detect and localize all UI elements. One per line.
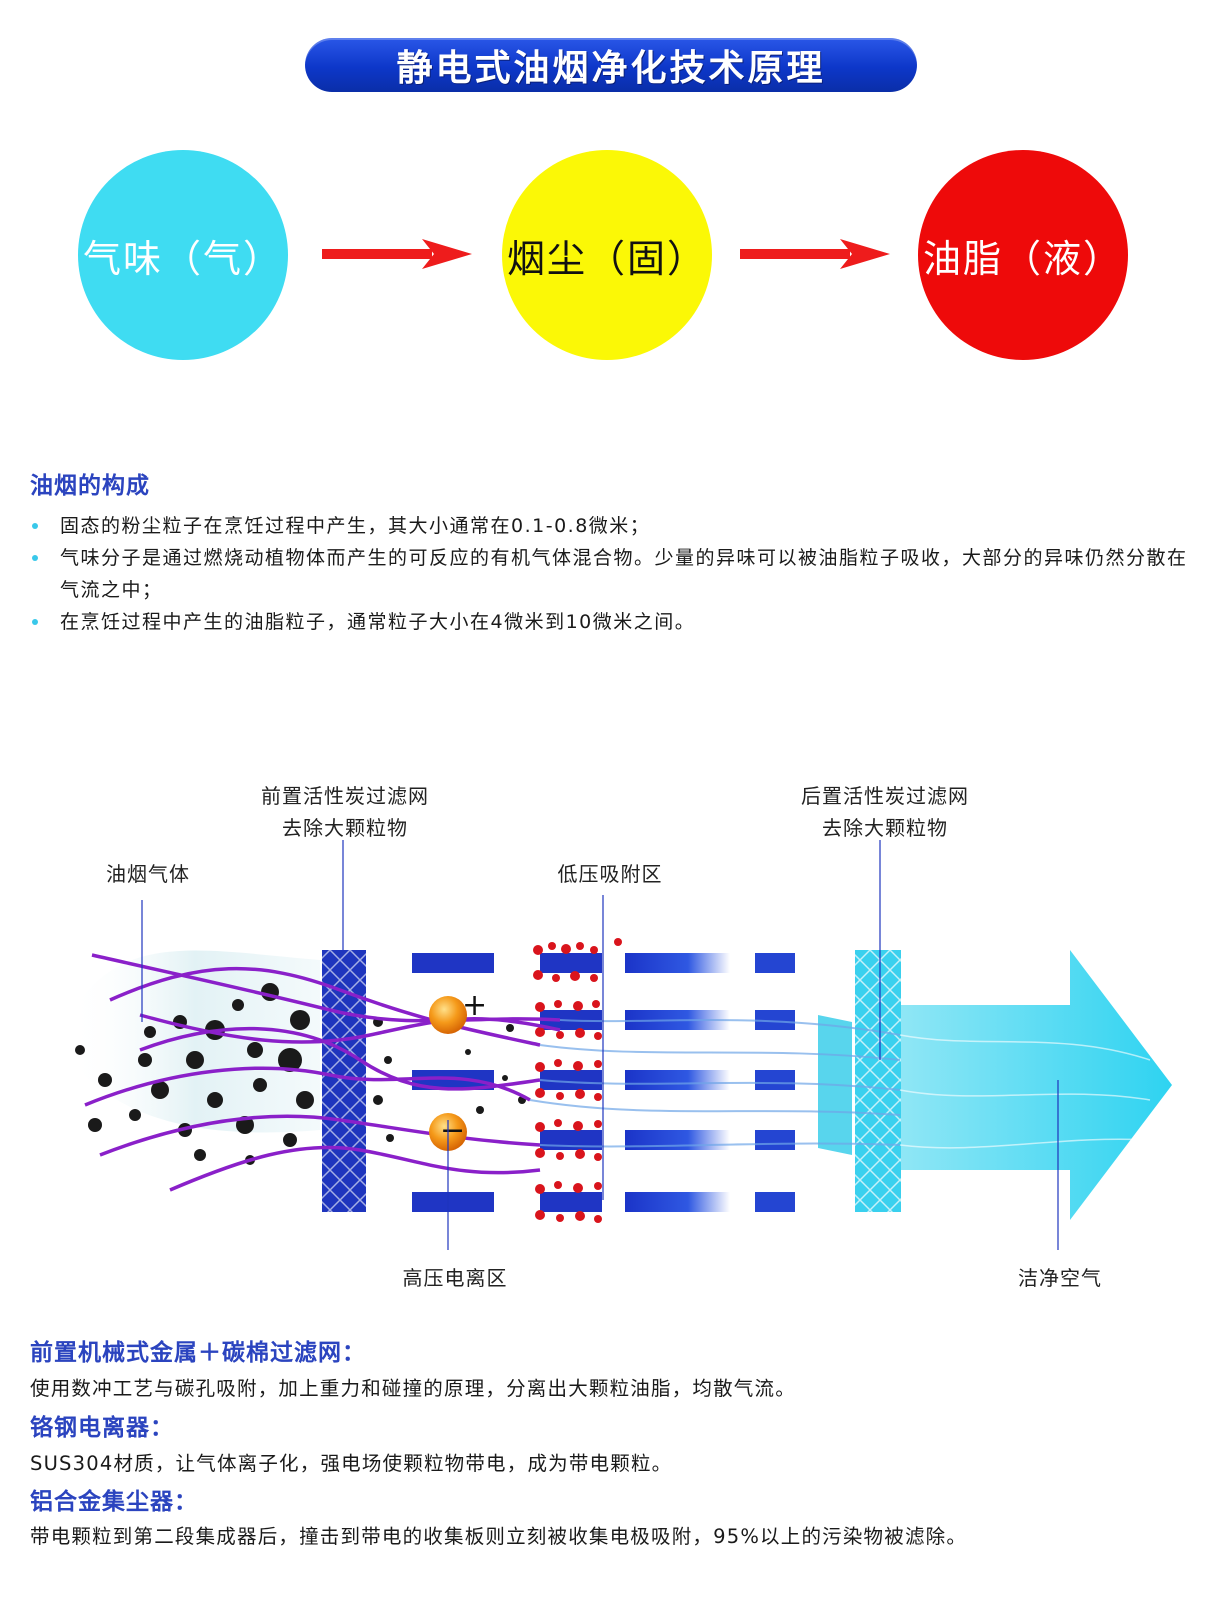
pre-filter-line2: 去除大颗粒物 <box>282 816 408 840</box>
pointer-lines <box>141 840 1059 1250</box>
soot-particles <box>75 983 526 1165</box>
plus-sign: + <box>462 988 487 1023</box>
ionizer-desc: SUS304材质，让气体离子化，强电场使颗粒物带电，成为带电颗粒。 <box>30 1452 673 1475</box>
list-item: 在烹饪过程中产生的油脂粒子，通常粒子大小在4微米到10微米之间。 <box>30 606 1190 638</box>
collected-oil-particles <box>533 938 622 1223</box>
liquid-state-label: 油脂（液） <box>922 236 1123 281</box>
clean-air-arrow <box>860 950 1172 1220</box>
post-filter-line2: 去除大颗粒物 <box>822 816 948 840</box>
list-item: 固态的粉尘粒子在烹饪过程中产生，其大小通常在0.1-0.8微米； <box>30 510 1190 542</box>
title-banner: 静电式油烟净化技术原理 <box>305 38 917 92</box>
page-title: 静电式油烟净化技术原理 <box>396 47 826 89</box>
smoke-gas-label: 油烟气体 <box>106 862 190 886</box>
low-voltage-label: 低压吸附区 <box>557 862 663 886</box>
minus-sign: − <box>440 1113 465 1148</box>
post-filter-line1: 后置活性炭过滤网 <box>801 784 969 808</box>
solid-state-circle: 烟尘（固） <box>502 150 712 360</box>
list-item: 气味分子是通过燃烧动植物体而产生的可反应的有机气体混合物。少量的异味可以被油脂粒… <box>30 542 1190 606</box>
clean-air-label: 洁净空气 <box>1018 1266 1102 1290</box>
pre-filter-line1: 前置活性炭过滤网 <box>261 784 429 808</box>
liquid-state-circle: 油脂（液） <box>918 150 1128 360</box>
high-voltage-label: 高压电离区 <box>402 1266 508 1290</box>
right-arrow-icon <box>740 239 890 269</box>
post-filter-label: 后置活性炭过滤网 去除大颗粒物 <box>770 780 1000 844</box>
gas-state-circle: 气味（气） <box>78 150 288 360</box>
pre-filter-label: 前置活性炭过滤网 去除大颗粒物 <box>230 780 460 844</box>
positive-ion <box>429 996 467 1034</box>
composition-list: 固态的粉尘粒子在烹饪过程中产生，其大小通常在0.1-0.8微米； 气味分子是通过… <box>30 510 1190 638</box>
solid-state-label: 烟尘（固） <box>506 236 707 281</box>
composition-heading: 油烟的构成 <box>30 473 150 499</box>
purification-diagram: + − <box>70 840 1172 1250</box>
collector-heading: 铝合金集尘器： <box>30 1489 198 1515</box>
collector-desc: 带电颗粒到第二段集成器后，撞击到带电的收集板则立刻被收集电极吸附，95%以上的污… <box>30 1525 968 1548</box>
smoke-streams <box>84 953 561 1192</box>
ionizer-heading: 铬钢电离器： <box>30 1415 174 1441</box>
gas-state-label: 气味（气） <box>82 236 283 281</box>
right-arrow-icon <box>322 239 472 269</box>
prefilter-heading: 前置机械式金属＋碳棉过滤网： <box>30 1340 366 1366</box>
collector-plates <box>540 953 795 1212</box>
ionizer-plates <box>412 953 494 1212</box>
prefilter-desc: 使用数冲工艺与碳孔吸附，加上重力和碰撞的原理，分离出大颗粒油脂，均散气流。 <box>30 1377 796 1400</box>
